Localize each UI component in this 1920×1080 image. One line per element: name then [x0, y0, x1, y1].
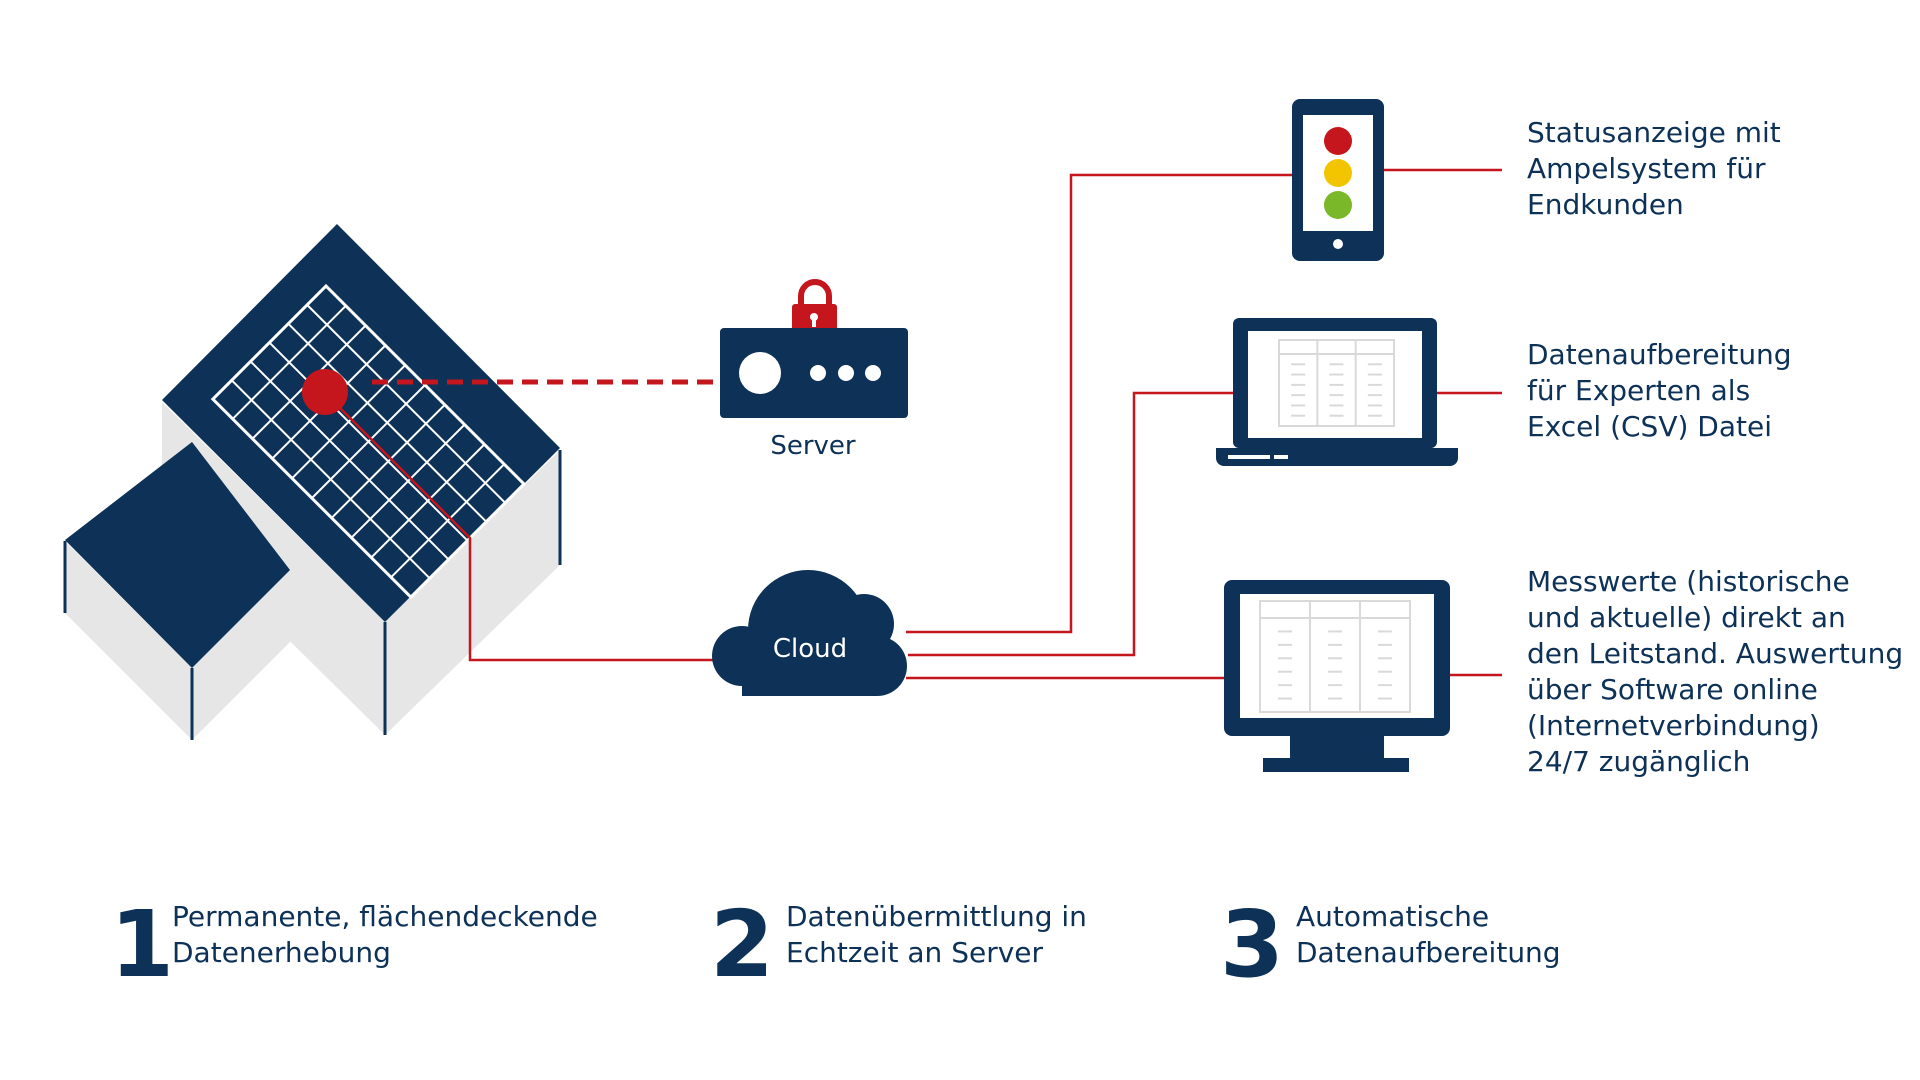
traffic-light-yellow-icon: [1324, 159, 1352, 187]
monitor-table-icon: [1224, 580, 1450, 772]
step-description: Permanente, flächendeckende Datenerhebun…: [172, 900, 598, 969]
cloud-connectors: [906, 168, 1502, 680]
step-number: 3: [1220, 891, 1285, 998]
output-description-phone: Statusanzeige mit Ampelsystem für Endkun…: [1527, 116, 1781, 221]
solar-panel-grid: [210, 283, 527, 600]
padlock-icon: [792, 279, 837, 336]
sensor-dot-icon: [302, 369, 348, 415]
cloud-to-phone-line: [906, 173, 1292, 634]
step-number: 1: [110, 891, 175, 998]
step-description: Datenübermittlung in Echtzeit an Server: [786, 900, 1087, 969]
smartphone-traffic-light-icon: [1292, 99, 1384, 261]
big-house-roof: [162, 224, 560, 622]
cloud-label: Cloud: [773, 634, 847, 664]
step-number: 2: [710, 891, 775, 998]
output-description-laptop: Datenaufbereitung für Experten als Excel…: [1527, 338, 1792, 443]
sensor-to-cloud-line: [324, 392, 715, 662]
big-house-side-wall: [385, 450, 560, 735]
small-house-roof: [65, 442, 290, 668]
cloud-icon: [712, 570, 907, 696]
server-icon: [720, 279, 908, 418]
traffic-light-green-icon: [1324, 191, 1352, 219]
cloud-to-laptop-line: [908, 391, 1233, 657]
server-label: Server: [770, 431, 856, 461]
output-description-monitor: Messwerte (historische und aktuelle) dir…: [1527, 565, 1904, 778]
laptop-table-icon: [1216, 318, 1458, 466]
small-house-front-wall: [65, 541, 192, 740]
small-house-side-wall: [192, 570, 290, 740]
step-description: Automatische Datenaufbereitung: [1296, 900, 1561, 969]
house-with-solar-panel-icon: [63, 224, 715, 740]
traffic-light-red-icon: [1324, 127, 1352, 155]
